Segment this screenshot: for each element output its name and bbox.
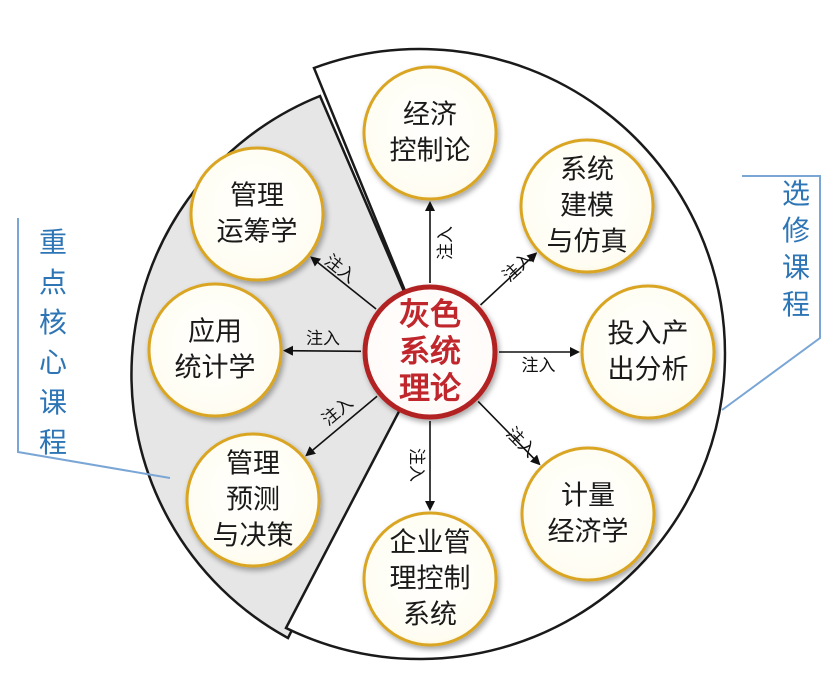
node-label-system-modeling-line-0: 系统 [560, 155, 614, 186]
node-label-economic-control-line-0: 经济 [403, 100, 457, 131]
arrow-operations-research [310, 256, 377, 310]
node-circle-applied-statistics [147, 282, 283, 418]
center-title-line-1: 系统 [399, 334, 461, 370]
right-bracket [721, 175, 821, 411]
left-bracket [17, 218, 171, 479]
node-circle-economic-control [362, 65, 498, 201]
arrow-label-input-output: 注入 [522, 356, 556, 376]
nodes-layer: 经济控制论系统建模与仿真投入产出分析计量经济学企业管理控制系统管理预测与决策应用… [147, 65, 716, 647]
node-label-econometrics-line-0: 计量 [561, 481, 615, 512]
node-label-econometrics-line-1: 经济学 [548, 517, 629, 548]
arrow-applied-statistics [282, 345, 362, 356]
node-label-applied-statistics-line-1: 统计学 [175, 353, 256, 384]
right-group-label: 选修课程 [721, 175, 821, 411]
node-label-economic-control-line-1: 控制论 [390, 136, 471, 167]
node-label-operations-research-line-0: 管理 [230, 181, 284, 212]
arrow-econometrics [477, 400, 541, 466]
arrow-forecast-decision [305, 395, 378, 457]
node-circle-system-modeling [519, 138, 655, 274]
node-circle-forecast-decision [185, 432, 321, 568]
node-circle-enterprise-control [362, 511, 498, 647]
node-circle-input-output [580, 284, 716, 420]
arrow-label-applied-statistics: 注入 [306, 329, 340, 349]
center-node [362, 284, 498, 420]
node-label-system-modeling-line-2: 与仿真 [547, 227, 628, 258]
node-label-forecast-decision-line-2: 与决策 [213, 521, 294, 552]
arrow-label-enterprise-control: 注入 [406, 448, 426, 482]
right-group-label-text: 选修课程 [782, 177, 810, 321]
node-label-forecast-decision-line-1: 预测 [226, 485, 280, 516]
node-label-system-modeling-line-1: 建模 [560, 191, 614, 222]
node-label-enterprise-control-line-1: 理控制 [390, 564, 471, 595]
center-title-line-2: 理论 [399, 371, 462, 407]
arrow-label-economic-control: 注入 [436, 226, 456, 260]
node-label-enterprise-control-line-2: 系统 [403, 600, 457, 631]
node-label-enterprise-control-line-0: 企业管 [390, 528, 471, 559]
node-label-forecast-decision-line-0: 管理 [226, 449, 280, 480]
left-group-label: 重点核心课程 [17, 218, 171, 479]
left-group-label-text: 重点核心课程 [39, 226, 67, 459]
center-title-line-0: 灰色 [399, 297, 461, 333]
node-label-applied-statistics-line-0: 应用 [188, 317, 242, 348]
node-circle-operations-research [189, 146, 325, 282]
center-circle [362, 284, 498, 420]
node-label-input-output-line-0: 投入产 [608, 319, 689, 350]
node-label-input-output-line-1: 出分析 [608, 355, 689, 386]
node-label-operations-research-line-1: 运筹学 [217, 217, 298, 248]
node-circle-econometrics [520, 446, 656, 582]
arrow-system-modeling [479, 252, 538, 306]
